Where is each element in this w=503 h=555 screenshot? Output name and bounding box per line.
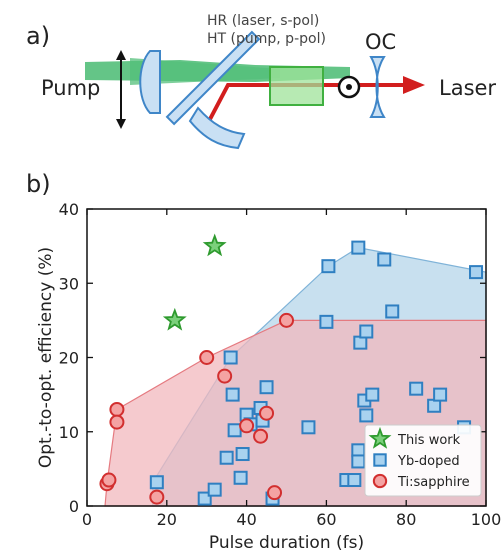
- pump-lens: [139, 50, 161, 114]
- laser-text: Laser: [439, 76, 496, 100]
- dichroic-mirror: [165, 30, 261, 126]
- point-ti-sapphire: [199, 350, 215, 365]
- legend-box: [364, 424, 482, 497]
- panel-b-label: b): [26, 170, 51, 198]
- legend-marker-ti-sapphire: [372, 473, 388, 489]
- y-axis-label: Opt.-to-opt. efficiency (%): [36, 247, 56, 468]
- y-tick-label: 0: [69, 497, 79, 516]
- legend-marker-yb-doped: [373, 453, 387, 467]
- x-tick-label: 60: [316, 510, 336, 529]
- polarization-arrow-bottom: [116, 119, 126, 129]
- point-yb-doped: [409, 381, 424, 396]
- x-tick-label: 20: [157, 510, 177, 529]
- folding-mirror: [188, 106, 246, 150]
- x-tick-label: 100: [471, 510, 502, 529]
- point-yb-doped: [259, 380, 274, 395]
- point-yb-doped: [365, 387, 380, 402]
- y-tick-label: 30: [59, 274, 79, 293]
- point-yb-doped: [301, 420, 316, 435]
- x-tick-label: 40: [236, 510, 256, 529]
- point-yb-doped: [433, 387, 448, 402]
- point-ti-sapphire: [109, 414, 125, 430]
- point-yb-doped: [149, 475, 164, 490]
- gain-crystal: [269, 66, 324, 106]
- point-this-work: [162, 307, 187, 331]
- laser-arrowhead: [403, 76, 425, 94]
- y-tick-label: 20: [59, 349, 79, 368]
- point-ti-sapphire: [259, 405, 275, 421]
- point-yb-doped: [219, 450, 234, 465]
- panel-a-label: a): [26, 22, 50, 50]
- pump-beam-cone: [130, 58, 280, 85]
- point-yb-doped: [359, 408, 374, 423]
- y-tick-label: 10: [59, 423, 79, 442]
- x-tick-label: 0: [82, 510, 92, 529]
- point-yb-doped: [225, 387, 240, 402]
- point-yb-doped: [223, 350, 238, 365]
- point-yb-doped: [351, 454, 366, 469]
- pump-text: Pump: [41, 76, 100, 100]
- point-ti-sapphire: [149, 489, 165, 505]
- point-yb-doped: [235, 447, 250, 462]
- point-yb-doped: [351, 240, 366, 255]
- x-axis-label: Pulse duration (fs): [209, 533, 364, 553]
- mirror-text-1: HR (laser, s-pol): [207, 13, 319, 29]
- point-ti-sapphire: [279, 312, 294, 328]
- point-yb-doped: [359, 324, 374, 339]
- legend-label: Ti:sapphire: [397, 475, 470, 490]
- point-yb-doped: [469, 265, 484, 280]
- legend-label: This work: [397, 433, 461, 448]
- point-yb-doped: [207, 482, 222, 497]
- legend-marker-this-work: [368, 426, 392, 449]
- y-tick-label: 40: [59, 200, 79, 219]
- point-this-work: [202, 233, 227, 257]
- point-yb-doped: [227, 423, 242, 438]
- point-yb-doped: [385, 304, 400, 319]
- polarization-dot-center: [346, 84, 352, 90]
- point-ti-sapphire: [253, 428, 269, 444]
- output-coupler: [369, 56, 386, 118]
- point-yb-doped: [347, 473, 362, 488]
- point-yb-doped: [233, 470, 248, 485]
- point-ti-sapphire: [239, 418, 255, 434]
- mirror-text-2: HT (pump, p-pol): [207, 31, 326, 47]
- point-yb-doped: [377, 252, 392, 267]
- x-tick-label: 80: [396, 510, 416, 529]
- legend-label: Yb-doped: [397, 454, 460, 469]
- polarization-arrow-top: [116, 50, 126, 60]
- point-ti-sapphire: [101, 472, 117, 488]
- point-yb-doped: [321, 259, 336, 274]
- point-yb-doped: [319, 314, 334, 329]
- point-ti-sapphire: [217, 368, 233, 384]
- point-ti-sapphire: [109, 401, 125, 417]
- point-ti-sapphire: [267, 485, 283, 501]
- oc-text: OC: [365, 30, 396, 54]
